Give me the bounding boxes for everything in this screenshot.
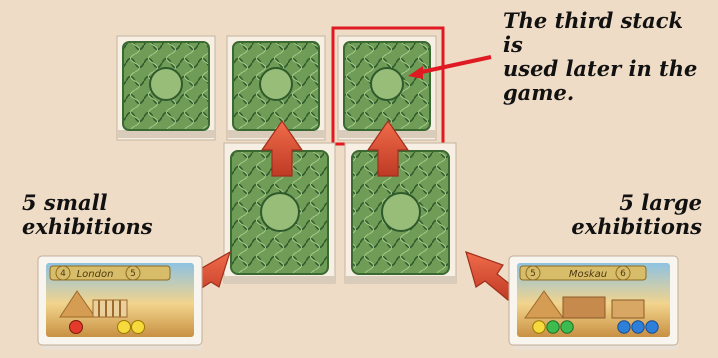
large-token-3: [561, 321, 573, 333]
top-stack-1: [117, 36, 215, 140]
top-stack-2: [227, 36, 325, 140]
large-token-5: [632, 321, 644, 333]
small-token-2: [118, 321, 131, 334]
large-token-6: [646, 321, 658, 333]
small-exhibitions-label: 5 small exhibitions: [22, 191, 192, 239]
small-exhibition-city: London: [77, 269, 114, 280]
small-token-1: [70, 321, 83, 334]
large-token-4: [618, 321, 630, 333]
small-exhibition-value-left: 4: [60, 269, 66, 279]
large-exhibition-value-left: 5: [530, 269, 536, 279]
small-exhibition-value-right: 5: [130, 269, 136, 279]
large-token-2: [547, 321, 559, 333]
large-exhibitions-label: 5 large exhibitions: [532, 191, 702, 239]
small-exhibition-card: London 4 5: [38, 256, 202, 350]
large-exhibition-card: Moskau 5 6: [509, 256, 678, 350]
large-exhibition-value-right: 6: [620, 269, 626, 279]
large-exhibition-city: Moskau: [569, 269, 607, 280]
third-stack-note: The third stack is used later in the gam…: [503, 9, 708, 105]
small-token-3: [132, 321, 145, 334]
middle-stack-right: [345, 143, 456, 284]
large-token-1: [533, 321, 545, 333]
